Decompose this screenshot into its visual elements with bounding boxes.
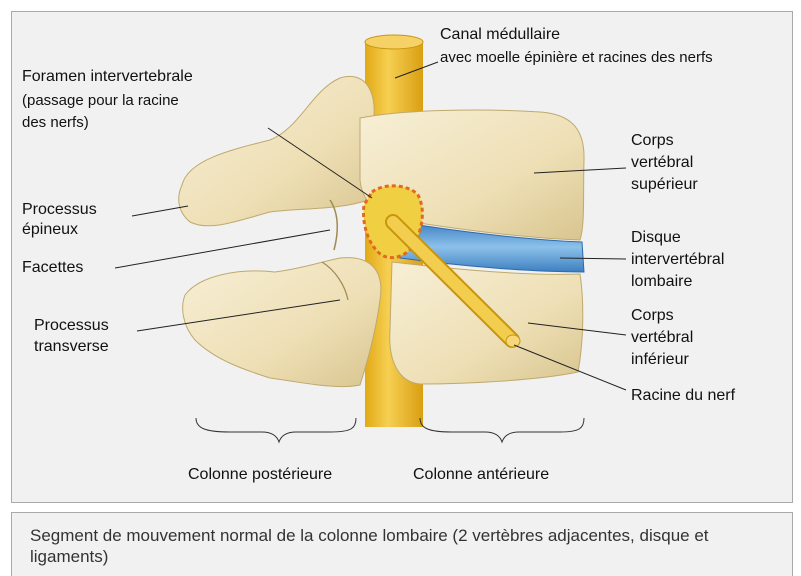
spinal-canal-top [365,35,423,49]
label-corps-inferieur-1: Corps [631,306,674,325]
label-corps-inferieur-2: vertébral [631,328,693,347]
posterior-brace [196,418,356,442]
anterior-brace [420,418,584,442]
label-processus-transverse-1: Processus [34,316,109,335]
label-foramen-3: des nerfs) [22,114,89,132]
leader-processus-epineux [132,206,188,216]
nerve-root-end [506,335,520,347]
label-processus-epineux-2: épineux [22,220,78,239]
label-racine-du-nerf: Racine du nerf [631,386,735,405]
lower-posterior-arch [183,258,381,387]
label-corps-superieur-3: supérieur [631,175,698,194]
label-foramen-1: Foramen intervertebrale [22,67,193,86]
label-disque-2: intervertébral [631,250,724,269]
label-processus-epineux-1: Processus [22,200,97,219]
upper-posterior-arch [179,76,374,225]
figure-caption: Segment de mouvement normal de la colonn… [30,525,790,567]
label-colonne-posterieure: Colonne postérieure [188,465,332,484]
label-corps-superieur-1: Corps [631,131,674,150]
label-disque-3: lombaire [631,272,692,291]
label-corps-inferieur-3: inférieur [631,350,689,369]
label-colonne-anterieure: Colonne antérieure [413,465,549,484]
label-corps-superieur-2: vertébral [631,153,693,172]
label-facettes: Facettes [22,258,83,277]
label-canal-title: Canal médullaire [440,25,560,44]
label-canal-subtitle: avec moelle épinière et racines des nerf… [440,49,713,67]
caption-panel: Segment de mouvement normal de la colonn… [11,512,793,576]
label-processus-transverse-2: transverse [34,337,109,356]
label-foramen-2: (passage pour la racine [22,92,179,110]
leader-facettes [115,230,330,268]
label-disque-1: Disque [631,228,681,247]
